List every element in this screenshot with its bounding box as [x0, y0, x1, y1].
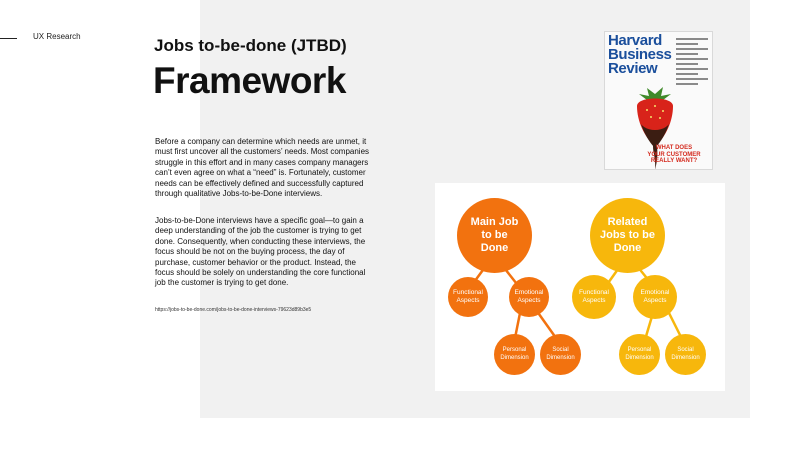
- magazine-title-line: Review: [608, 60, 658, 77]
- magazine-title: Harvard Business Review: [608, 32, 672, 77]
- magazine-headline: WHAT DOES YOUR CUSTOMER REALLY WANT?: [639, 145, 709, 165]
- jtbd-diagram: Main Job to be Done Functional Aspects E…: [435, 183, 725, 391]
- page-subtitle: Jobs to-be-done (JTBD): [154, 36, 347, 55]
- related-social-node: Social Dimension: [665, 334, 706, 375]
- main-social-label: Social Dimension: [546, 347, 575, 361]
- related-personal-node: Personal Dimension: [619, 334, 660, 375]
- main-functional-node: Functional Aspects: [448, 277, 488, 317]
- magazine-headline-line: YOUR CUSTOMER: [647, 151, 701, 158]
- magazine-headline-line: WHAT DOES: [655, 145, 693, 151]
- related-emotional-label: Emotional Aspects: [640, 289, 670, 304]
- main-personal-node: Personal Dimension: [494, 334, 535, 375]
- related-social-label: Social Dimension: [671, 347, 700, 361]
- main-functional-label: Functional Aspects: [453, 289, 483, 304]
- section-label: UX Research: [33, 32, 81, 41]
- body-paragraph-2: Jobs-to-be-Done interviews have a specif…: [155, 216, 366, 288]
- main-emotional-label: Emotional Aspects: [514, 289, 544, 304]
- main-personal-label: Personal Dimension: [500, 347, 529, 361]
- magazine-title-line: Harvard: [608, 32, 662, 49]
- related-jobs-label: Related Jobs to be Done: [599, 216, 655, 254]
- main-social-node: Social Dimension: [540, 334, 581, 375]
- main-emotional-node: Emotional Aspects: [509, 277, 549, 317]
- main-job-node: Main Job to be Done: [457, 198, 532, 273]
- strawberry-illustration: [637, 87, 673, 169]
- magazine-cover-lines: [676, 38, 708, 88]
- magazine-title-line: Business: [608, 46, 672, 63]
- magazine-headline-line: REALLY WANT?: [650, 158, 698, 164]
- source-link[interactable]: https://jobs-to-be-done.com/jobs-to-be-d…: [155, 307, 312, 313]
- related-jobs-node: Related Jobs to be Done: [590, 198, 665, 273]
- page-title: Framework: [153, 60, 346, 101]
- related-functional-node: Functional Aspects: [572, 275, 616, 319]
- body-paragraph-1: Before a company can determine which nee…: [155, 137, 370, 199]
- main-job-label: Main Job to be Done: [470, 216, 519, 254]
- magazine-cover: Harvard Business Review WHAT DOES YOUR C…: [604, 31, 713, 170]
- related-functional-label: Functional Aspects: [579, 289, 609, 304]
- header-rule: [0, 38, 17, 39]
- related-emotional-node: Emotional Aspects: [633, 275, 677, 319]
- related-personal-label: Personal Dimension: [625, 347, 654, 361]
